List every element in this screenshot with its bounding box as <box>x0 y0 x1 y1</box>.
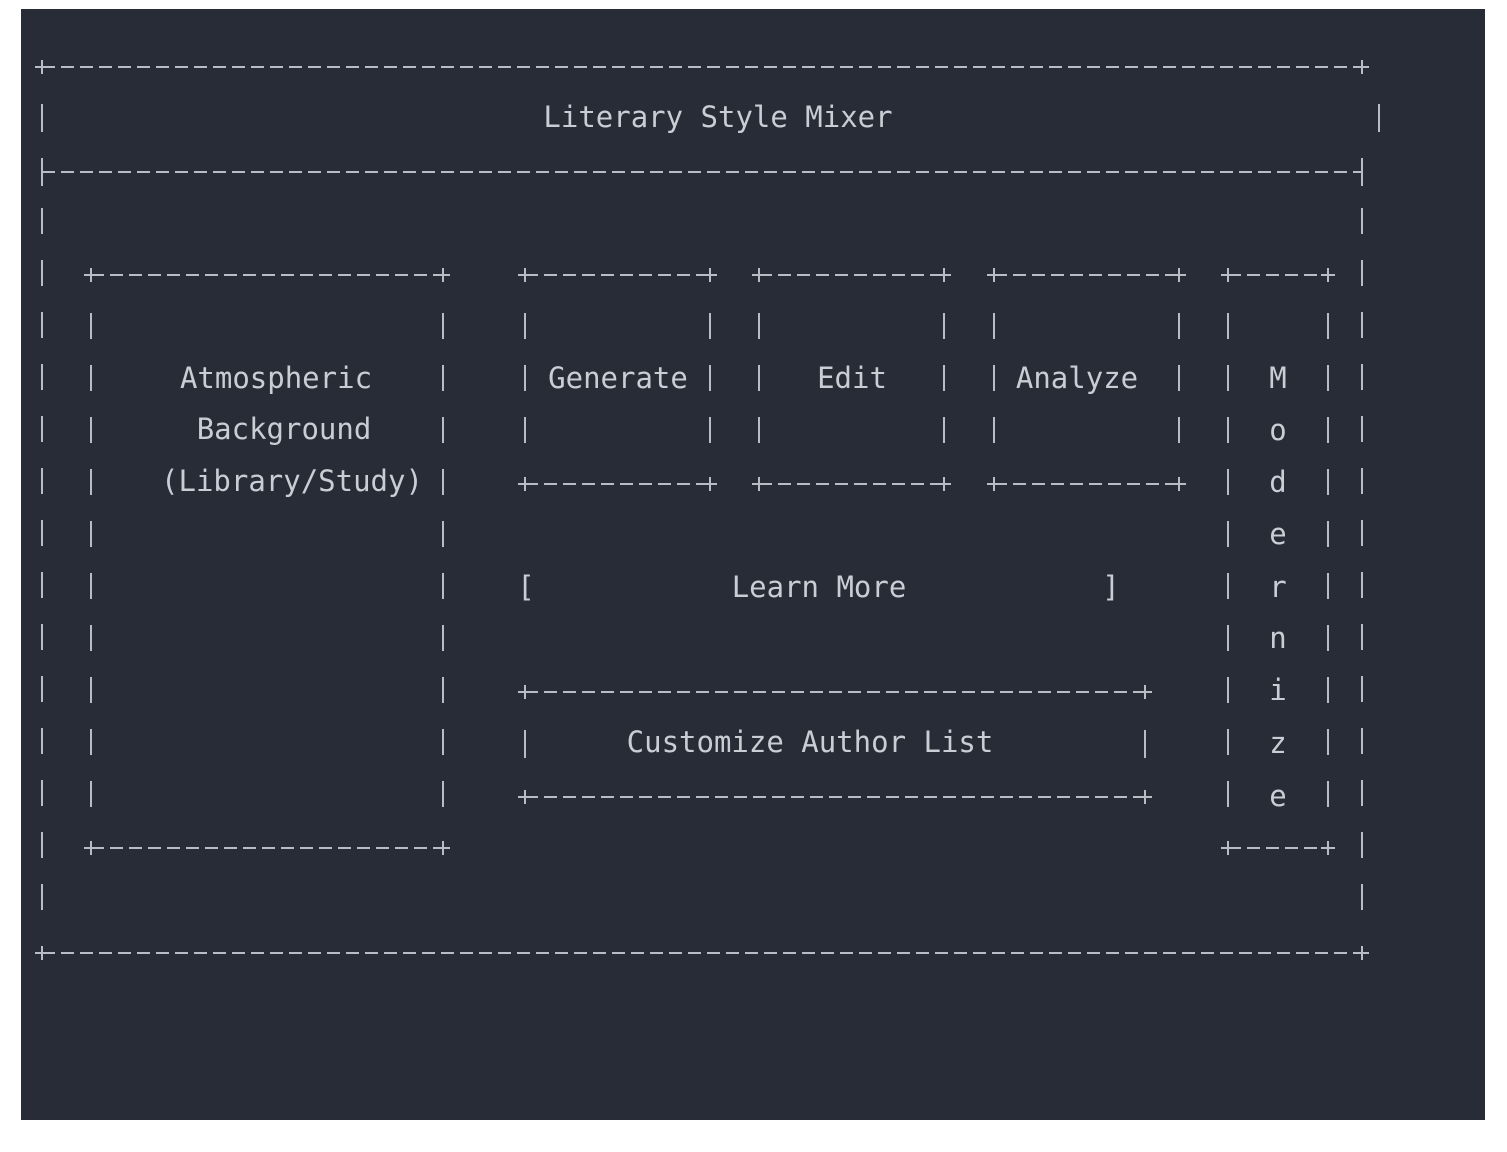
background-label-line-2: Background <box>196 412 372 446</box>
modernize-letter: M <box>1269 361 1287 395</box>
customize-author-list-button[interactable]: Customize Author List <box>626 725 994 759</box>
learn-more-link[interactable]: Learn More <box>731 570 907 604</box>
outer-corner-tr <box>1355 60 1369 74</box>
modernize-letter: e <box>1269 779 1287 813</box>
outer-corner-tl <box>35 60 49 74</box>
modernize-letter: r <box>1269 570 1287 604</box>
ascii-mockup-panel <box>21 9 1485 1120</box>
modernize-letter: n <box>1269 621 1287 655</box>
analyze-button[interactable]: Analyze <box>1015 361 1139 395</box>
outer-corner-br <box>1355 946 1369 960</box>
modernize-letter: d <box>1269 465 1287 499</box>
edit-button[interactable]: Edit <box>817 361 887 395</box>
generate-button[interactable]: Generate <box>548 361 688 395</box>
outer-corner-bl <box>35 946 49 960</box>
learn-more-bracket-close: ] <box>1102 570 1120 604</box>
background-label-line-1: Atmospheric <box>179 361 373 395</box>
learn-more-bracket-open: [ <box>517 570 535 604</box>
modernize-button[interactable]: M o d e r n i z e <box>1242 300 1314 830</box>
modernize-letter: i <box>1269 673 1287 707</box>
modernize-letter: o <box>1269 413 1287 447</box>
modernize-letter: e <box>1269 517 1287 551</box>
modernize-letter: z <box>1269 726 1287 760</box>
app-title: Literary Style Mixer <box>543 100 893 134</box>
background-label-line-3: (Library/Study) <box>161 464 423 498</box>
